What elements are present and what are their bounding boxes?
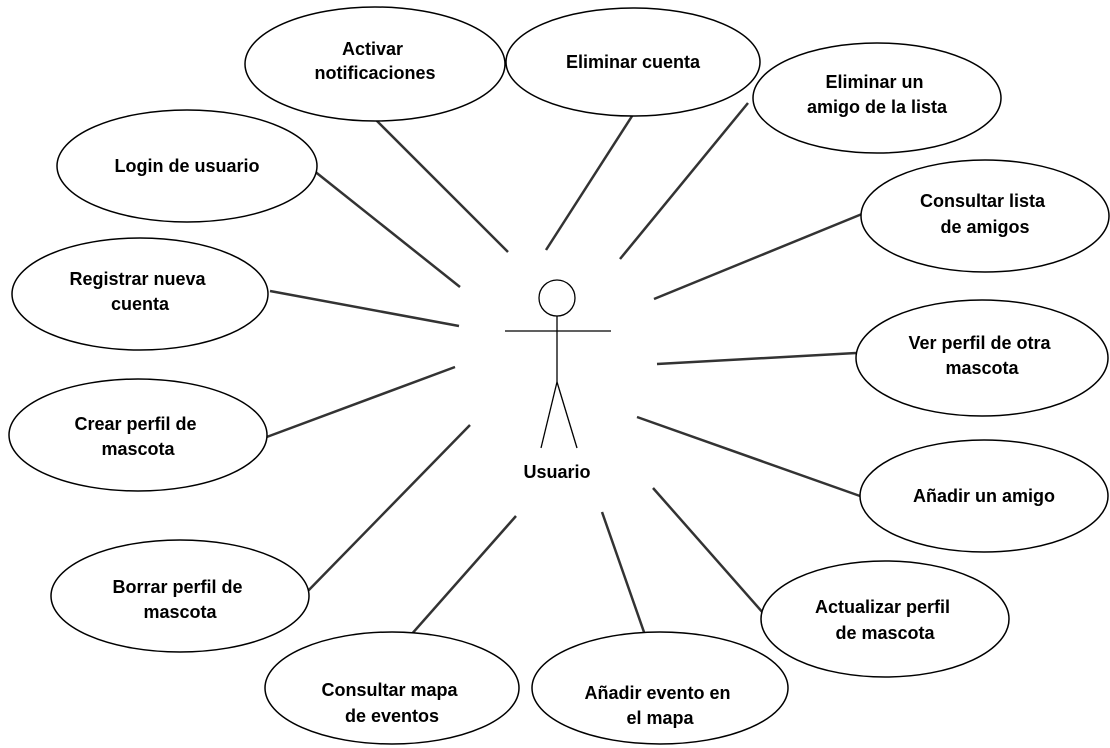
use-case-label: Borrar perfil de: [112, 577, 242, 597]
line-activar-notificaciones: [373, 117, 509, 253]
use-cases: Activar notificaciones Eliminar cuenta E…: [8, 6, 1110, 745]
use-case-crear-perfil-mascota: Crear perfil de mascota: [8, 378, 268, 492]
use-case-label: Registrar nueva: [69, 269, 206, 289]
line-eliminar-amigo: [619, 102, 749, 260]
line-consultar-lista-amigos: [653, 212, 863, 301]
use-case-label: de amigos: [940, 217, 1029, 237]
use-case-label: mascota: [101, 439, 175, 459]
use-case-label: cuenta: [111, 294, 170, 314]
use-case-label: de mascota: [835, 623, 935, 643]
line-ver-perfil-mascota: [656, 351, 857, 366]
svg-text:Login de usuario: Login de usuario: [114, 156, 259, 176]
use-case-label: Activar: [342, 39, 403, 59]
line-consultar-mapa-eventos: [394, 515, 517, 654]
use-case-label: amigo de la lista: [807, 97, 948, 117]
svg-text:Actualizar perfil de m: Actualizar perfil de mascota: [815, 597, 955, 643]
use-case-anadir-evento-mapa: Añadir evento en el mapa: [531, 631, 789, 745]
actor-left-leg: [540, 381, 558, 449]
use-case-label: Consultar mapa: [321, 680, 458, 700]
use-case-consultar-lista-amigos: Consultar lista de amigos: [860, 159, 1110, 273]
use-case-eliminar-amigo: Eliminar un amigo de la lista: [752, 42, 1002, 154]
use-case-label: Eliminar un: [825, 72, 923, 92]
use-case-label: Actualizar perfil: [815, 597, 950, 617]
actor-right-leg: [556, 381, 578, 449]
line-borrar-perfil-mascota: [303, 424, 471, 596]
line-login-usuario: [312, 169, 461, 288]
svg-text:Registrar nueva cuenta: Registrar nueva cuenta: [69, 269, 210, 314]
line-eliminar-cuenta: [544, 112, 636, 251]
use-case-activar-notificaciones: Activar notificaciones: [244, 6, 506, 122]
line-actualizar-perfil-mascota: [652, 487, 765, 615]
use-case-label: Consultar lista: [920, 191, 1046, 211]
svg-text:Crear perfil de mascot: Crear perfil de mascota: [74, 414, 201, 459]
use-case-actualizar-perfil-mascota: Actualizar perfil de mascota: [760, 560, 1010, 678]
svg-text:Eliminar cuenta: Eliminar cuenta: [566, 52, 701, 72]
line-anadir-amigo: [636, 415, 861, 498]
use-case-anadir-amigo: Añadir un amigo: [859, 439, 1109, 553]
svg-text:Borrar perfil de masco: Borrar perfil de mascota: [112, 577, 247, 622]
use-case-login-usuario: Login de usuario: [56, 109, 318, 223]
use-case-label: Login de usuario: [114, 156, 259, 176]
svg-text:Eliminar un amigo de l: Eliminar un amigo de la lista: [807, 72, 948, 117]
actor-head: [538, 279, 576, 317]
svg-text:Activar notificaciones: Activar notificaciones: [314, 39, 435, 83]
line-registrar-cuenta: [269, 289, 460, 328]
use-case-registrar-cuenta: Registrar nueva cuenta: [11, 237, 269, 351]
use-case-borrar-perfil-mascota: Borrar perfil de mascota: [50, 539, 310, 653]
actor-usuario: Usuario: [505, 279, 611, 482]
use-case-label: de eventos: [345, 706, 439, 726]
use-case-label: mascota: [945, 358, 1019, 378]
svg-text:Añadir un amigo: Añadir un amigo: [913, 486, 1055, 506]
use-case-label: Eliminar cuenta: [566, 52, 701, 72]
use-case-ver-perfil-mascota: Ver perfil de otra mascota: [855, 299, 1109, 417]
use-case-label: Añadir evento en: [584, 683, 730, 703]
use-case-eliminar-cuenta: Eliminar cuenta: [505, 7, 761, 117]
use-case-label: Añadir un amigo: [913, 486, 1055, 506]
line-crear-perfil-mascota: [263, 365, 456, 440]
use-case-label: el mapa: [626, 708, 694, 728]
association-lines: [263, 102, 863, 676]
actor-label: Usuario: [523, 462, 590, 482]
svg-text:Ver perfil de otra mas: Ver perfil de otra mascota: [908, 333, 1055, 378]
svg-text:Consultar mapa de even: Consultar mapa de eventos: [321, 680, 462, 726]
svg-text:Añadir evento en el ma: Añadir evento en el mapa: [584, 683, 735, 728]
use-case-label: Crear perfil de: [74, 414, 196, 434]
use-case-label: notificaciones: [314, 63, 435, 83]
use-case-label: Ver perfil de otra: [908, 333, 1051, 353]
svg-text:Consultar lista de ami: Consultar lista de amigos: [920, 191, 1050, 237]
use-case-consultar-mapa-eventos: Consultar mapa de eventos: [264, 631, 520, 745]
use-case-label: mascota: [143, 602, 217, 622]
